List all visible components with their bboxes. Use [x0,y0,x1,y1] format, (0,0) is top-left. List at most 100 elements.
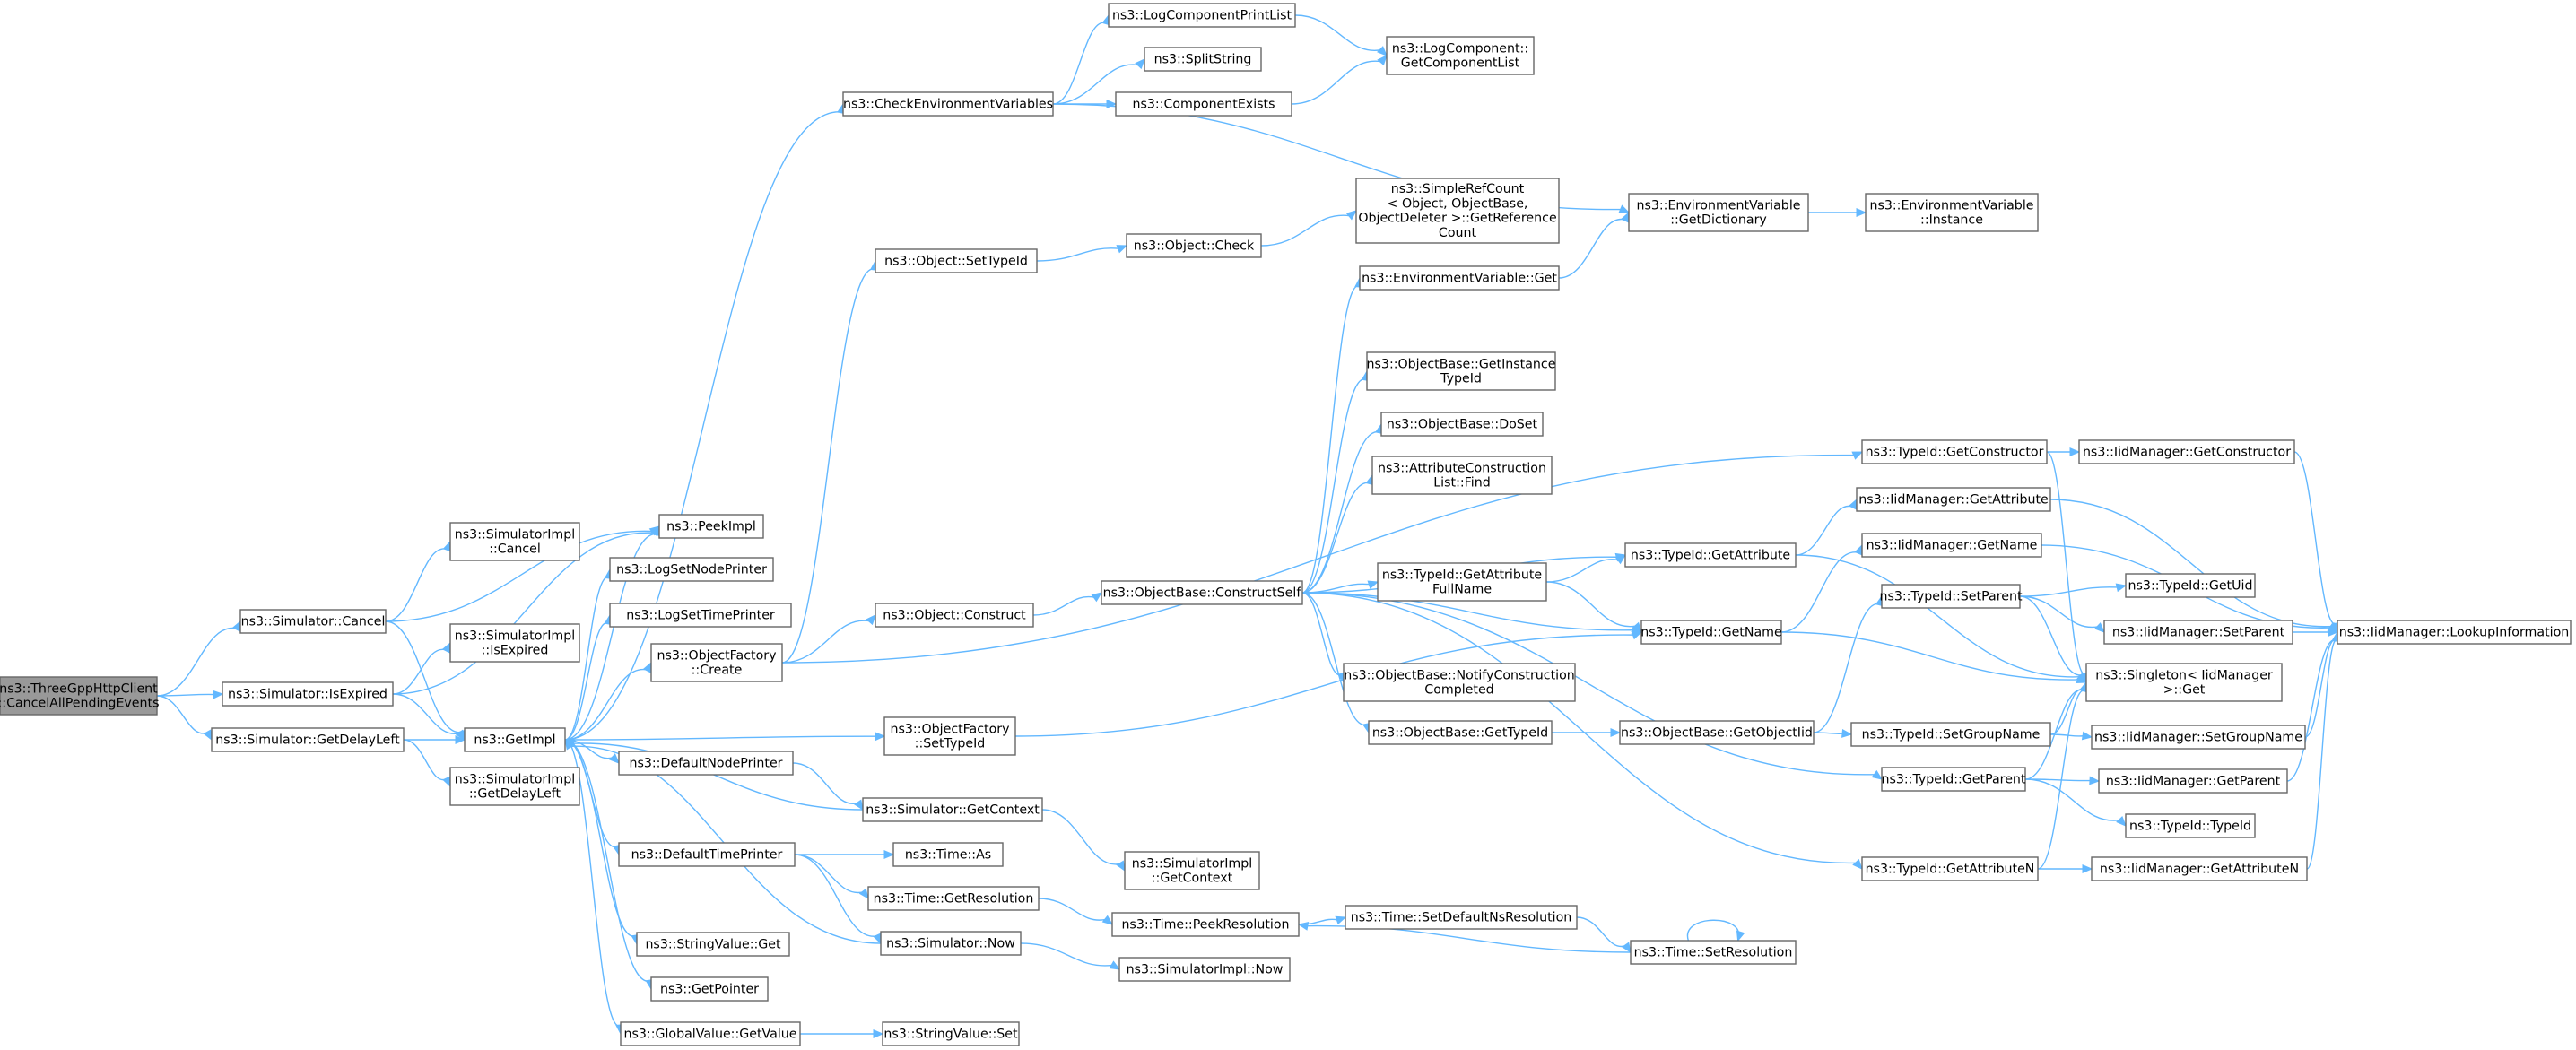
node-logCompGetList[interactable]: ns3::LogComponent::GetComponentList [1386,36,1535,75]
node-objFactorySetTypeId[interactable]: ns3::ObjectFactory::SetTypeId [883,716,1016,756]
node-typeIdGetAttribute[interactable]: ns3::TypeId::GetAttribute [1624,542,1797,568]
node-singletonGet[interactable]: ns3::Singleton< IidManager>::Get [2085,663,2283,702]
node-timePeekResolution[interactable]: ns3::Time::PeekResolution [1111,912,1300,937]
node-getPointer[interactable]: ns3::GetPointer [650,976,769,1002]
node-box [2125,573,2256,598]
node-objBaseGetTypeId[interactable]: ns3::ObjectBase::GetTypeId [1368,720,1553,745]
node-typeIdGetUid[interactable]: ns3::TypeId::GetUid [2125,573,2256,598]
node-iidMgrGetName[interactable]: ns3::IidManager::GetName [1861,533,2042,558]
node-getImpl[interactable]: ns3::GetImpl [464,727,566,752]
node-label: ns3::StringValue::Set [883,1028,1018,1042]
node-simGetContext[interactable]: ns3::Simulator::GetContext [862,797,1043,822]
edge-objBaseConstructSelf-typeIdGetAttributeN [1301,592,1863,870]
node-simImplNow[interactable]: ns3::SimulatorImpl::Now [1118,957,1291,982]
node-globalValueGetValue[interactable]: ns3::GlobalValue::GetValue [620,1021,801,1046]
node-checkEnv[interactable]: ns3::CheckEnvironmentVariables [842,91,1054,117]
edge-timeSetResolution-timeSetResolution [1686,919,1745,942]
node-typeIdGetName[interactable]: ns3::TypeId::GetName [1640,620,1782,645]
node-defaultTimePrinter[interactable]: ns3::DefaultTimePrinter [618,842,796,867]
node-box [650,643,783,682]
node-stringValueSet[interactable]: ns3::StringValue::Set [882,1021,1020,1046]
node-box [1881,767,2026,792]
node-objectConstruct[interactable]: ns3::Object::Construct [875,603,1034,628]
node-box [1624,542,1797,568]
node-iidMgrGetAttribute[interactable]: ns3::IidManager::GetAttribute [1856,487,2051,512]
node-box [875,248,1038,273]
node-label: ns3::Time::PeekResolution [1121,918,1289,933]
node-label: ns3::TypeId::SetGroupName [1862,728,2041,742]
node-label: ns3::IidManager::SetParent [2112,626,2285,640]
node-label: ns3::ObjectFactory [891,722,1010,736]
node-simpleRefCount[interactable]: ns3::SimpleRefCount< Object, ObjectBase,… [1355,178,1560,244]
node-box [636,932,790,957]
node-typeIdGetAttributeN[interactable]: ns3::TypeId::GetAttributeN [1861,856,2039,881]
node-logSetTimePrinter[interactable]: ns3::LogSetTimePrinter [609,603,792,628]
node-label: ns3::Time::As [905,848,991,863]
node-typeIdGetConstructor[interactable]: ns3::TypeId::GetConstructor [1861,439,2048,464]
node-label: ns3::Singleton< IidManager [2095,668,2273,682]
node-typeIdSetGroupName[interactable]: ns3::TypeId::SetGroupName [1850,722,2051,747]
node-iidMgrSetGroupName[interactable]: ns3::IidManager::SetGroupName [2091,725,2306,750]
node-simImplCancel[interactable]: ns3::SimulatorImpl::Cancel [449,522,580,561]
node-envVarInstance[interactable]: ns3::EnvironmentVariable::Instance [1865,193,2039,232]
node-simCancel[interactable]: ns3::Simulator::Cancel [239,609,387,634]
node-objectCheck[interactable]: ns3::Object::Check [1126,233,1262,258]
node-box [1124,851,1260,890]
node-envVarGet[interactable]: ns3::EnvironmentVariable::Get [1359,265,1560,291]
edge-typeIdGetAttributeFullName-typeIdGetAttribute [1545,554,1627,583]
node-label: ns3::SimulatorImpl [455,527,575,542]
edge-objBaseConstructSelf-objBaseGetInstanceTypeId [1301,369,1371,594]
node-objectSetTypeId[interactable]: ns3::Object::SetTypeId [875,248,1038,273]
node-simImplIsExpired[interactable]: ns3::SimulatorImpl::IsExpired [449,623,580,663]
node-simImplGetContext[interactable]: ns3::SimulatorImpl::GetContext [1124,851,1260,890]
edge-componentExists-logCompGetList [1291,55,1388,105]
node-label: ns3::IidManager::GetName [1867,539,2038,553]
node-label: ns3::Time::GetResolution [874,892,1034,907]
node-simGetDelayLeft[interactable]: ns3::Simulator::GetDelayLeft [211,727,405,752]
node-logSetNodePrinter[interactable]: ns3::LogSetNodePrinter [609,557,774,582]
node-simNow[interactable]: ns3::Simulator::Now [880,931,1022,956]
node-objBaseGetObjectIid[interactable]: ns3::ObjectBase::GetObjectIid [1619,720,1815,745]
node-label: TypeId [1440,372,1482,386]
node-box [1345,905,1578,930]
node-simImplGetDelayLeft[interactable]: ns3::SimulatorImpl::GetDelayLeft [449,767,580,806]
node-timeSetDefaultNsResolution[interactable]: ns3::Time::SetDefaultNsResolution [1345,905,1578,930]
node-objBaseConstructSelf[interactable]: ns3::ObjectBase::ConstructSelf [1101,580,1303,605]
node-stringValueGet[interactable]: ns3::StringValue::Get [636,932,790,957]
node-simIsExpired[interactable]: ns3::Simulator::IsExpired [222,681,394,707]
node-iidMgrLookupInformation[interactable]: ns3::IidManager::LookupInformation [2337,620,2572,645]
node-typeIdGetParent[interactable]: ns3::TypeId::GetParent [1881,767,2026,792]
node-box [2337,620,2572,645]
node-objFactoryCreate[interactable]: ns3::ObjectFactory::Create [650,643,783,682]
node-root[interactable]: ns3::ThreeGppHttpClient::CancelAllPendin… [0,676,159,716]
node-iidMgrGetAttributeN[interactable]: ns3::IidManager::GetAttributeN [2091,856,2308,881]
node-label: ns3::Object::Check [1134,239,1255,254]
edge-envVarGetDictionary-envVarInstance [1808,208,1867,217]
node-peekImpl[interactable]: ns3::PeekImpl [658,514,764,539]
node-box [1355,178,1560,244]
node-timeSetResolution[interactable]: ns3::Time::SetResolution [1630,940,1797,965]
node-label: ns3::Simulator::GetContext [866,803,1040,818]
node-envVarGetDictionary[interactable]: ns3::EnvironmentVariable::GetDictionary [1628,193,1809,232]
node-logCompPrintList[interactable]: ns3::LogComponentPrintList [1108,3,1296,28]
node-iidMgrGetParent[interactable]: ns3::IidManager::GetParent [2098,768,2288,794]
node-objBaseDoSet[interactable]: ns3::ObjectBase::DoSet [1380,412,1544,437]
node-iidMgrGetConstructor[interactable]: ns3::IidManager::GetConstructor [2078,439,2295,464]
node-box [449,623,580,663]
node-splitString[interactable]: ns3::SplitString [1144,47,1262,72]
node-componentExists[interactable]: ns3::ComponentExists [1115,91,1292,117]
node-defaultNodePrinter[interactable]: ns3::DefaultNodePrinter [618,751,794,776]
node-timeAs[interactable]: ns3::Time::As [892,842,1004,867]
node-box [658,514,764,539]
node-iidMgrSetParent[interactable]: ns3::IidManager::SetParent [2103,620,2293,645]
node-label: ::SetTypeId [915,737,986,751]
node-label: ns3::CheckEnvironmentVariables [843,98,1053,112]
node-typeIdTypeId[interactable]: ns3::TypeId::TypeId [2125,813,2256,838]
node-timeGetResolution[interactable]: ns3::Time::GetResolution [867,886,1040,911]
node-box [1619,720,1815,745]
node-typeIdSetParent[interactable]: ns3::TypeId::SetParent [1879,584,2023,609]
node-objBaseNotifyConstruction[interactable]: ns3::ObjectBase::NotifyConstructionCompl… [1343,663,1576,702]
